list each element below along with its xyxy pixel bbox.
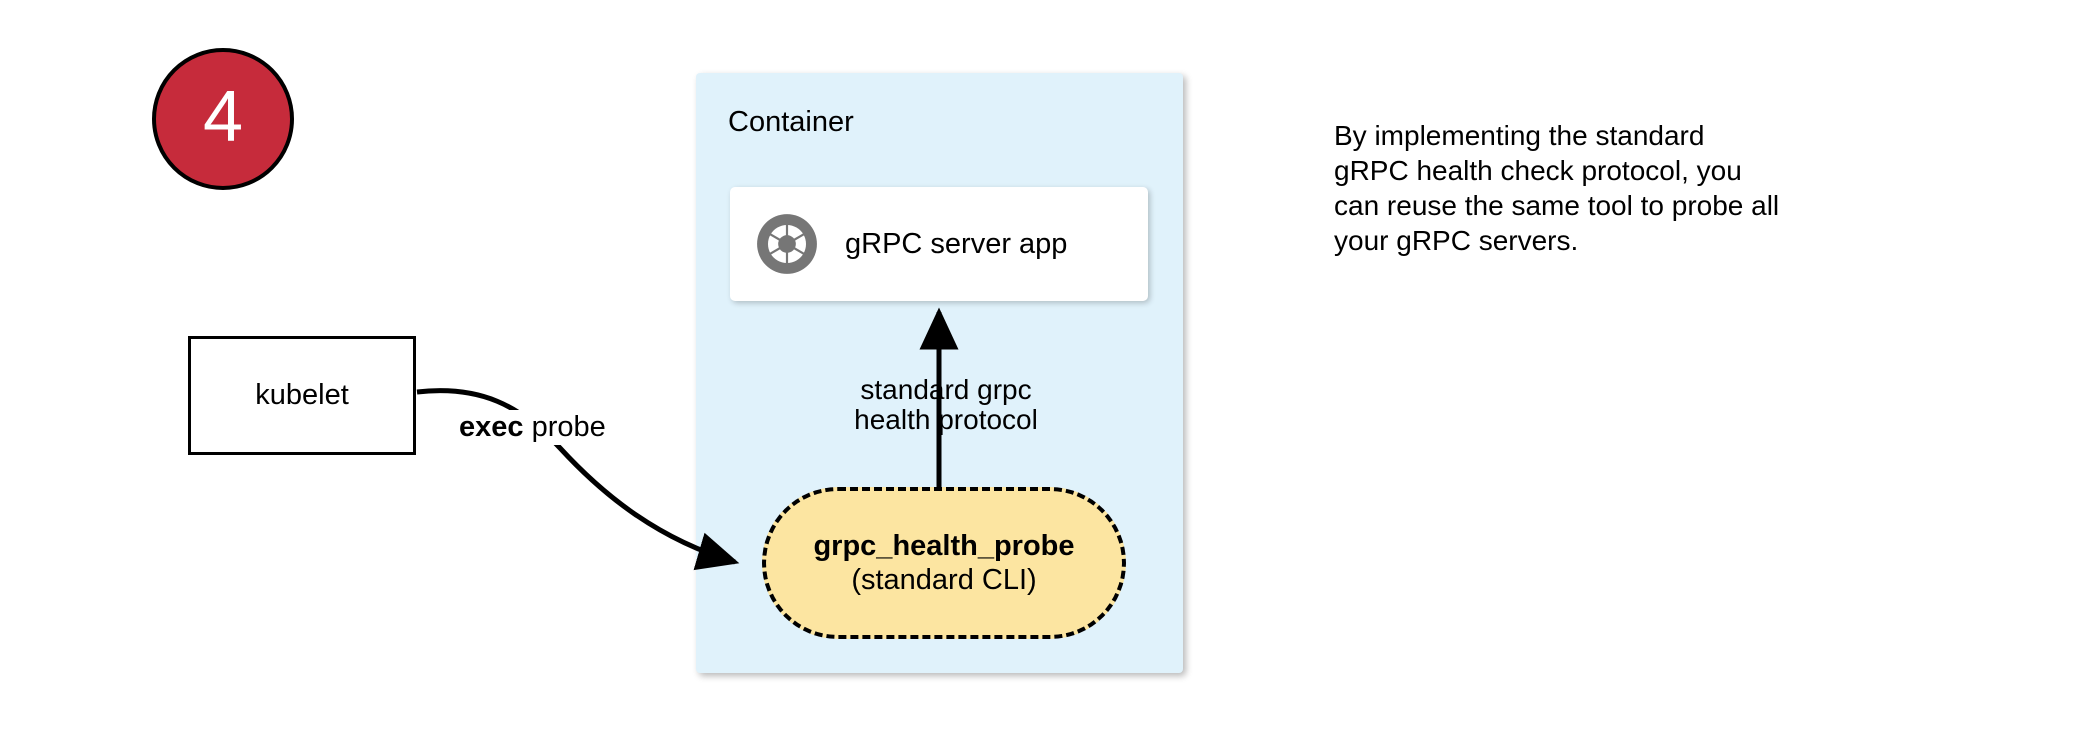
health-protocol-line-1: standard grpc <box>860 374 1032 405</box>
step-number-label: 4 <box>202 77 244 157</box>
exec-probe-keyword: exec <box>459 411 524 443</box>
exec-probe-label: exec probe <box>456 410 609 445</box>
note-line-3: can reuse the same tool to probe all <box>1334 190 1780 221</box>
health-protocol-label: standard grpc health protocol <box>833 375 1059 434</box>
grpc-server-app-label: gRPC server app <box>845 227 1068 260</box>
grpc-server-app-card: gRPC server app <box>730 187 1148 301</box>
grpc-health-probe-node: grpc_health_probe (standard CLI) <box>762 487 1126 639</box>
container-label: Container <box>728 106 854 138</box>
note-line-1: By implementing the standard <box>1334 120 1705 151</box>
kubelet-label: kubelet <box>255 379 349 411</box>
note-line-2: gRPC health check protocol, you <box>1334 155 1742 186</box>
health-protocol-line-2: health protocol <box>854 403 1038 435</box>
grpc-health-probe-subtitle: (standard CLI) <box>851 564 1037 596</box>
exec-probe-suffix: probe <box>523 411 606 443</box>
grpc-health-probe-title: grpc_health_probe <box>813 529 1075 562</box>
aperture-icon <box>753 210 821 278</box>
explanatory-note: By implementing the standard gRPC health… <box>1334 118 1914 258</box>
note-line-4: your gRPC servers. <box>1334 225 1579 256</box>
step-number-badge: 4 <box>152 48 294 190</box>
kubelet-box: kubelet <box>188 336 416 455</box>
